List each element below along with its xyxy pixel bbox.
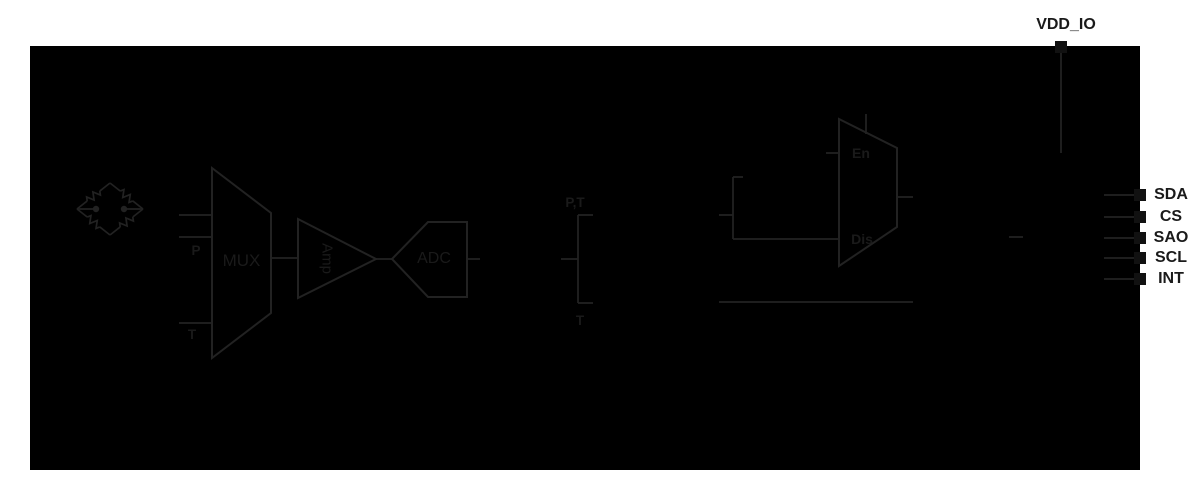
low-pass-filter-2-label: Low pass filter 2	[752, 150, 817, 204]
block-pressure-compensation: Pressure compensation	[593, 188, 719, 243]
signal-label-t-branch: T	[575, 313, 585, 328]
block-mems-cell: Pressure sensing MEMS cell	[39, 175, 179, 283]
adc-label: ADC	[417, 250, 451, 267]
pin-label-sda: SDA	[1154, 186, 1188, 203]
signal-label-dis: Dis	[851, 231, 873, 247]
pad-sao	[1134, 232, 1146, 244]
block-output-registers: Output registers	[920, 165, 1007, 220]
mux-label: MUX	[222, 251, 261, 270]
digital-interface-label: Digital interface	[1034, 220, 1093, 256]
oscillator-clock-generator-label: Oscillator & Clock generator	[271, 402, 378, 438]
block-low-pass-filter-2: Low pass filter 2	[743, 137, 826, 218]
pin-label-scl: SCL	[1155, 249, 1187, 266]
mems-cell-label: Pressure sensing MEMS cell	[51, 241, 167, 277]
block-filter-enable-disable: Filter enable/disable	[803, 70, 931, 114]
block-voltage-regulator: Voltage regulator	[447, 390, 588, 451]
signal-label-pt: P,T	[565, 195, 585, 210]
trimming-parameters-label: Trimming parameters	[657, 411, 799, 429]
voltage-regulator-label: Voltage regulator	[487, 402, 548, 438]
amp-shape	[297, 217, 379, 300]
fifo-memory-label: FIFO memory	[936, 258, 991, 294]
block-temperature-compensation: Temperature compensation	[593, 277, 719, 331]
block-temperature-sensor: Temperature sensor	[38, 302, 179, 344]
pin-label-int: INT	[1158, 270, 1184, 287]
signal-label-t: T	[187, 327, 197, 342]
pin-label-cs: CS	[1159, 208, 1183, 225]
block-oscillator-clock-generator: Oscillator & Clock generator	[253, 390, 396, 451]
pin-label-sao: SAO	[1153, 229, 1189, 246]
amp-label: Amp	[318, 243, 336, 274]
pad-cs	[1134, 211, 1146, 223]
signal-label-p: P	[191, 243, 201, 258]
block-low-pass-filter-1: Low pass filter 1	[480, 220, 561, 301]
block-digital-interface: Digital interface	[1023, 153, 1104, 324]
output-registers-label: Output registers	[934, 174, 993, 210]
pad-scl	[1134, 252, 1146, 264]
pad-int	[1134, 273, 1146, 285]
temperature-sensor-label: Temperature sensor	[66, 304, 151, 340]
block-trimming-parameters: Trimming parameters	[628, 390, 828, 452]
pressure-compensation-label: Pressure compensation	[609, 197, 703, 233]
block-fifo-memory: FIFO memory	[920, 249, 1007, 304]
pad-sda	[1134, 189, 1146, 201]
interrupt-generator-label: Interrupt generator	[908, 412, 1034, 430]
filter-enable-disable-label: Filter enable/disable	[818, 73, 916, 109]
low-pass-filter-1-label: Low pass filter 1	[488, 233, 553, 287]
vddio-label: VDD_IO	[1036, 16, 1096, 33]
block-interrupt-generator: Interrupt generator	[873, 391, 1069, 452]
pad-vddio	[1055, 41, 1067, 53]
temperature-compensation-label: Temperature compensation	[609, 285, 703, 321]
signal-label-en: En	[852, 145, 870, 161]
